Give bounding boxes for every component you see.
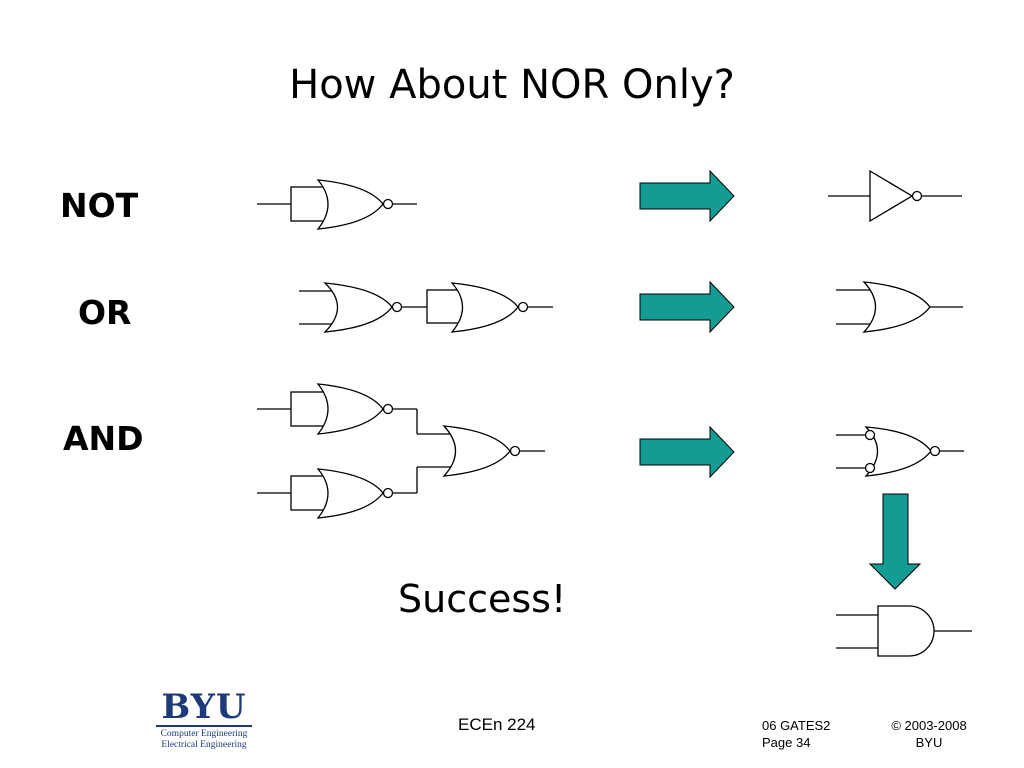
inversion-bubble-icon (391, 301, 403, 313)
byu-logo: BYU Computer Engineering Electrical Engi… (150, 690, 258, 751)
or-row-nor-gate-1 (299, 282, 427, 333)
slide-title: How About NOR Only? (289, 62, 735, 108)
inversion-bubble-icon (517, 301, 529, 313)
logo-name: BYU (161, 687, 247, 727)
logo-divider (156, 725, 252, 727)
inversion-bubble-icon (382, 487, 394, 499)
footer-copyright-years: © 2003-2008 (891, 718, 967, 733)
inversion-bubble-icon (864, 462, 876, 474)
footer-copyright: © 2003-2008 BYU (882, 717, 976, 751)
footer-file-info: 06 GATES2 Page 34 (762, 717, 830, 751)
success-text: Success! (398, 577, 567, 621)
or-row-nor-gate-2 (426, 282, 553, 333)
footer-course: ECEn 224 (458, 715, 536, 734)
and-gate (836, 605, 972, 657)
and-row-arrow-icon (639, 425, 735, 479)
and-row-nor-gate-bottom (257, 466, 455, 519)
inversion-bubble-icon (509, 445, 521, 457)
logo-line-1: Computer Engineering (160, 729, 248, 739)
inversion-bubble-icon (864, 429, 876, 441)
row-label-or: OR (78, 293, 132, 332)
row-label-and: AND (63, 419, 144, 458)
logo-line-2: Electrical Engineering (161, 740, 247, 750)
footer-file-name: 06 GATES2 (762, 718, 831, 733)
down-arrow-icon (868, 493, 922, 590)
footer-copyright-owner: BYU (915, 735, 943, 750)
not-row-nor-gate (257, 179, 417, 230)
inversion-bubble-icon (911, 190, 923, 202)
inversion-bubble-icon (929, 445, 941, 457)
and-row-nor-gate-top (257, 383, 455, 435)
and-row-nor-gate-output (442, 425, 545, 477)
nor-gate-inverted-inputs (836, 426, 964, 477)
inverter-gate (828, 169, 962, 223)
not-row-arrow-icon (639, 169, 735, 223)
or-row-arrow-icon (639, 280, 735, 334)
or-gate (836, 281, 963, 333)
footer-page-number: Page 34 (762, 735, 811, 750)
row-label-not: NOT (60, 186, 139, 225)
inversion-bubble-icon (382, 403, 394, 415)
inversion-bubble-icon (382, 198, 394, 210)
